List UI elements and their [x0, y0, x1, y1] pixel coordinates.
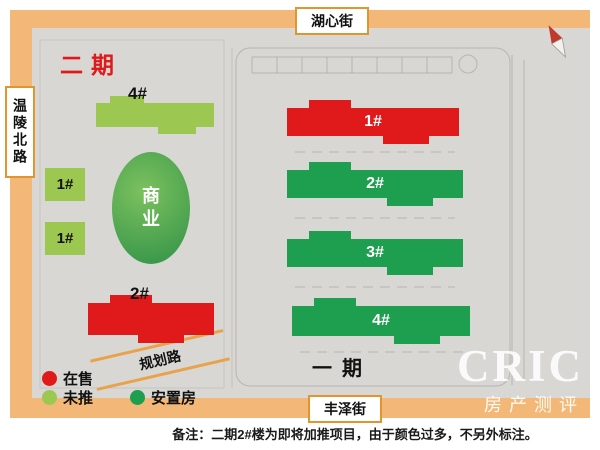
phase1-building-4: 4#	[292, 298, 470, 344]
street-label-bottom: 丰泽街	[308, 395, 382, 423]
resettlement-dot-icon	[130, 390, 145, 405]
phase1-title: 一期	[312, 358, 372, 380]
phase2-building-2	[88, 295, 214, 343]
map-background	[10, 10, 590, 418]
street-label-top: 湖心街	[295, 7, 369, 35]
compass-icon	[536, 20, 578, 67]
note-text: 备注：二期2#楼为即将加推项目，由于颜色过多，不另外标注。	[172, 427, 538, 442]
onsale-dot-icon	[42, 371, 57, 386]
phase2-building-1b: 1#	[45, 222, 85, 255]
phase2-title: 二期	[60, 52, 122, 78]
phase1-building-1: 1#	[287, 100, 459, 144]
phase1-building-3: 3#	[287, 231, 463, 275]
legend-item-resettlement: 安置房	[130, 387, 196, 408]
road-left	[10, 10, 32, 400]
road-bottom	[10, 398, 590, 418]
phase2-building-4-label: 4#	[128, 84, 147, 103]
phase2-building-2-label: 2#	[130, 284, 149, 303]
commercial-area: 商业	[112, 152, 190, 264]
phase2-building-1a: 1#	[45, 168, 85, 201]
street-label-left: 温陵北路	[5, 86, 35, 178]
legend-item-notlaunched: 未推	[42, 387, 93, 408]
watermark-subtitle: 房产测评	[484, 395, 584, 415]
phase1-building-2: 2#	[287, 162, 463, 206]
watermark-brand: CRIC	[456, 341, 584, 391]
watermark: CRIC 房产测评	[457, 344, 584, 417]
legend-item-onsale: 在售	[42, 368, 93, 389]
phase2-building-4	[96, 96, 214, 134]
street-label-planning: 规划路	[133, 344, 187, 376]
notlaunched-dot-icon	[42, 390, 57, 405]
